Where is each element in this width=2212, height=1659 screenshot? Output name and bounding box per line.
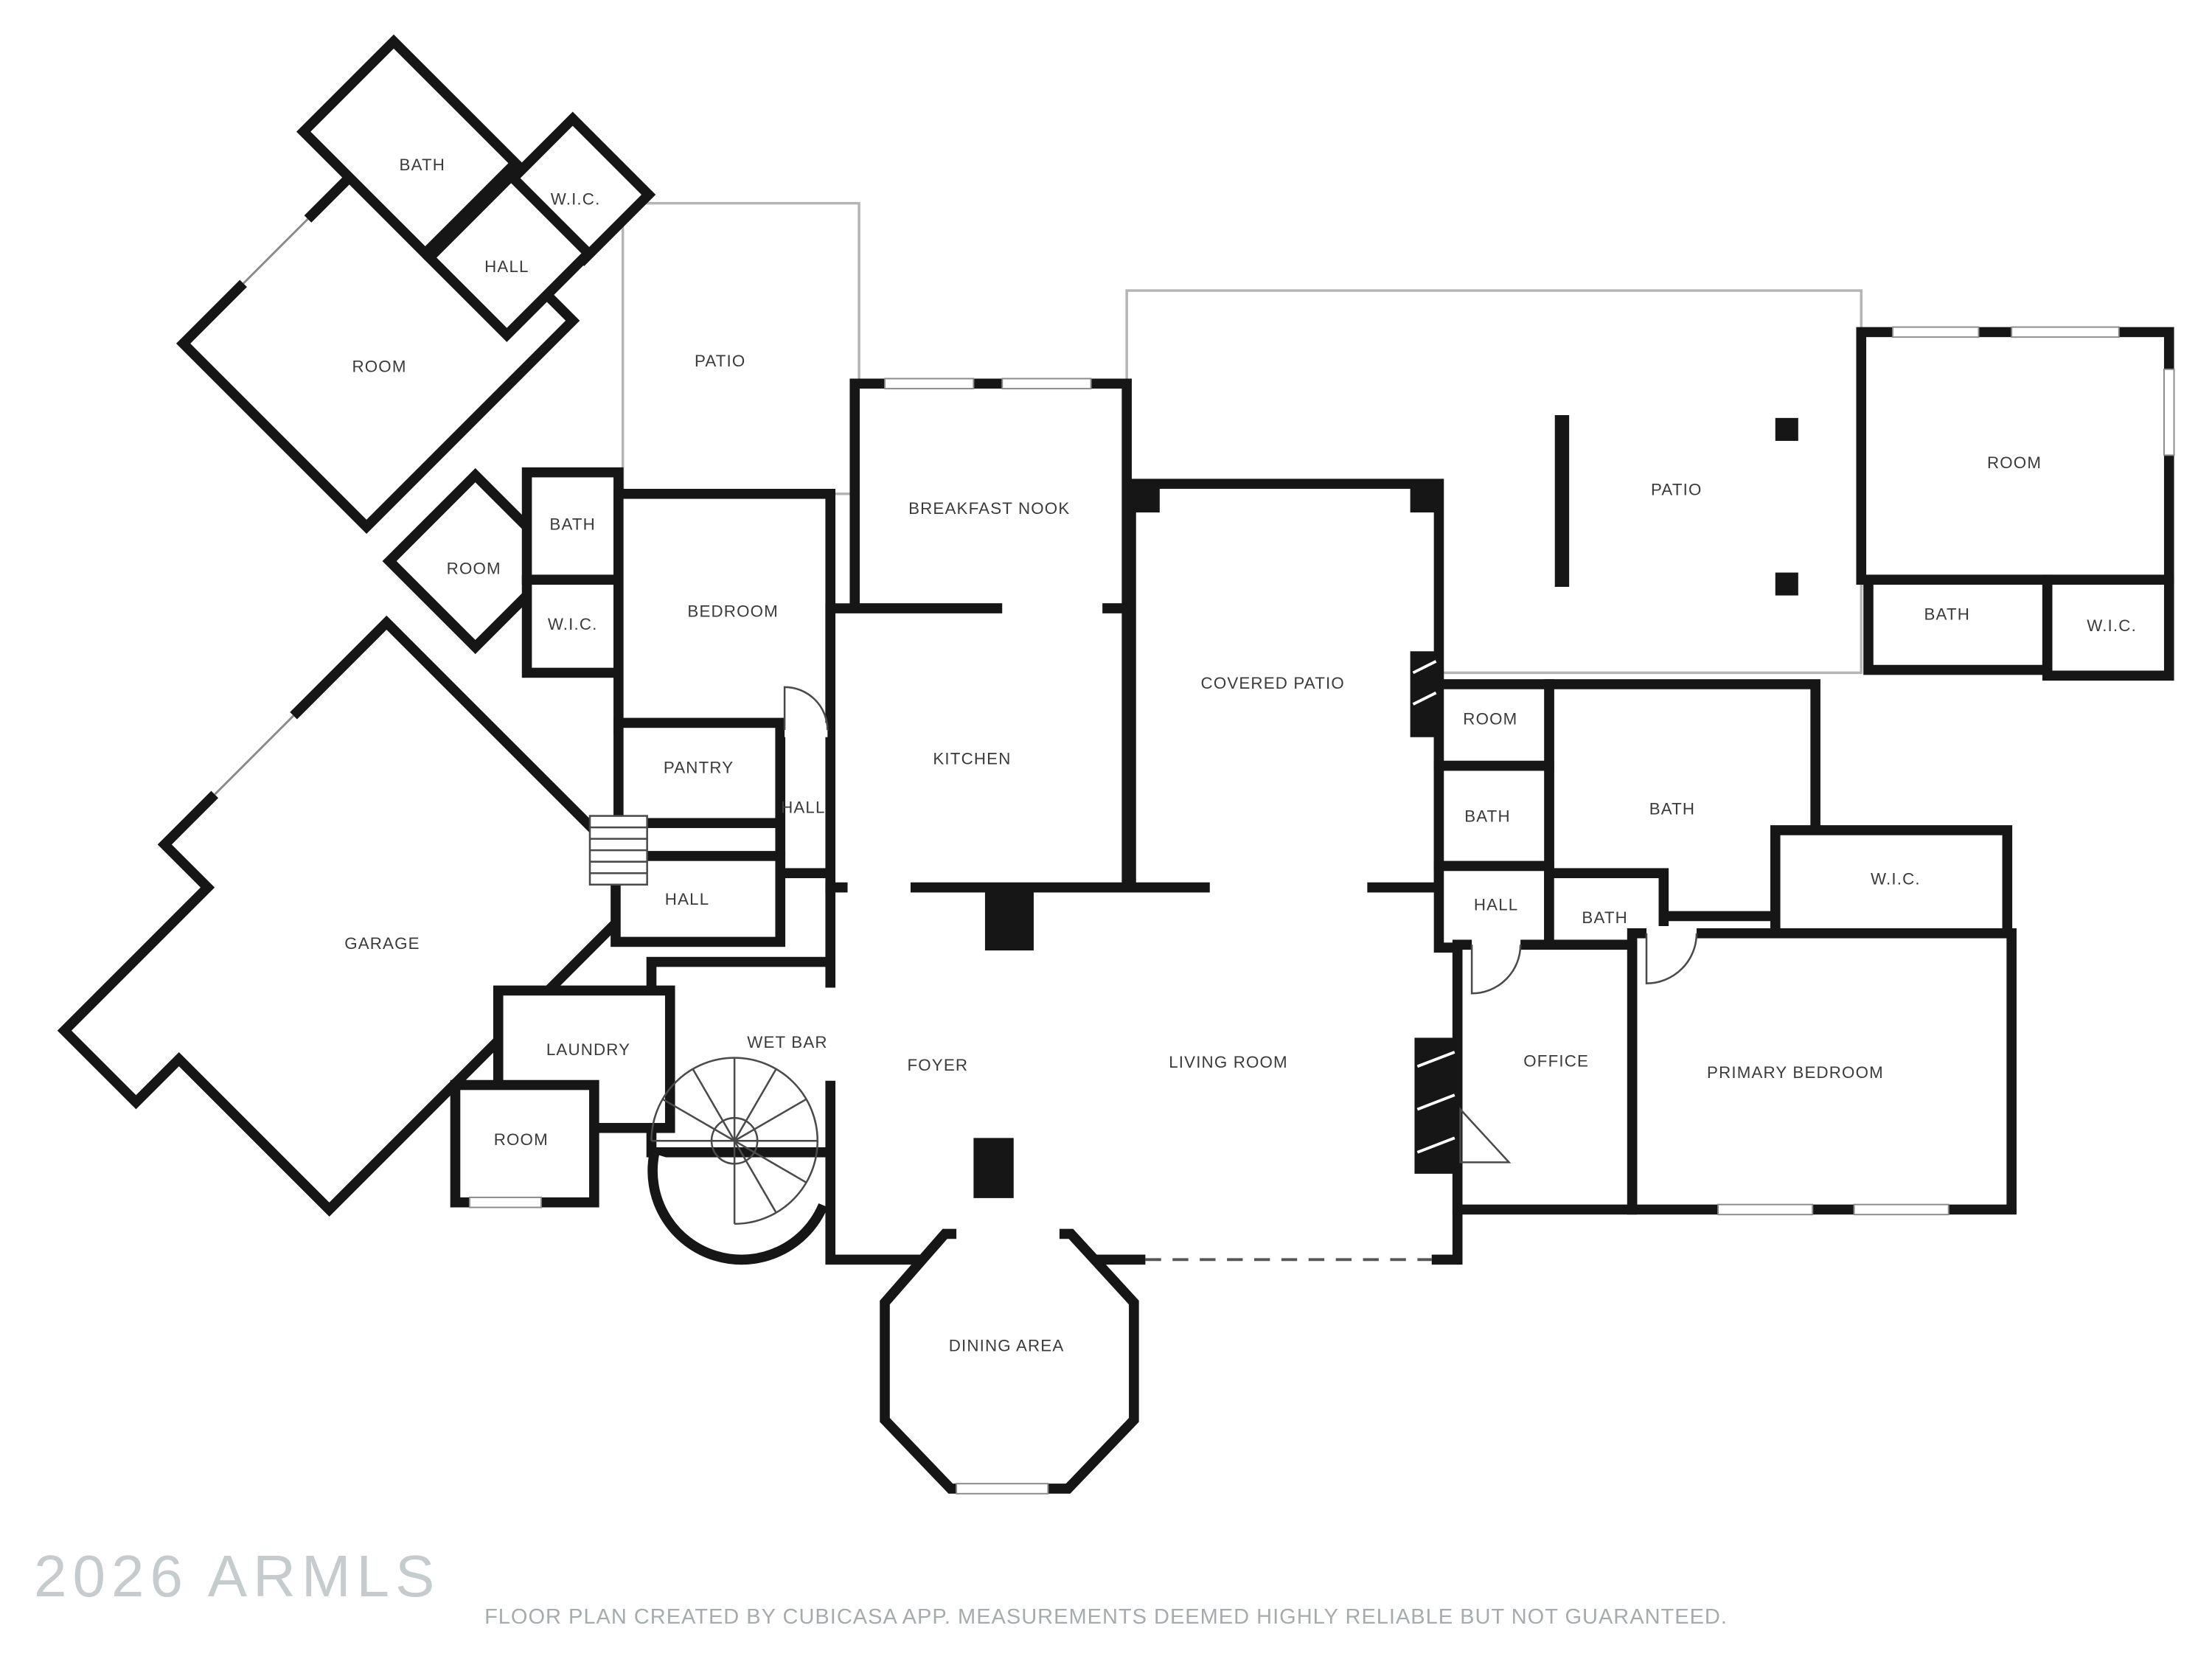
- window: [956, 1483, 1049, 1495]
- label-bath-bedroom: BATH: [549, 515, 596, 533]
- label-room-upper-left: ROOM: [352, 358, 407, 376]
- label-wic-right: W.I.C.: [1871, 870, 1921, 888]
- cubicasa-disclaimer: FLOOR PLAN CREATED BY CUBICASA APP. MEAS…: [484, 1605, 1728, 1629]
- label-hall-lower: HALL: [665, 890, 709, 908]
- label-bath-center-large: BATH: [1649, 800, 1696, 818]
- label-hall-upper-left: HALL: [484, 257, 529, 276]
- fireplace-hatch: [1416, 1051, 1455, 1068]
- hall-upper-left-walls: [422, 169, 596, 342]
- label-covered-patio: COVERED PATIO: [1201, 674, 1345, 692]
- stairs: [588, 815, 648, 886]
- dining-area-walls: [880, 1228, 1139, 1494]
- wet-bar-walls: [646, 956, 836, 1158]
- fireplace-hatch: [1416, 1136, 1455, 1154]
- label-bedroom: BEDROOM: [687, 602, 778, 621]
- primary-bedroom-walls: [1627, 928, 2017, 1215]
- windows: [468, 326, 2175, 1495]
- label-room-top-right: ROOM: [1987, 453, 2042, 472]
- label-bath-top-right: BATH: [1924, 605, 1971, 624]
- label-breakfast-nook: BREAKFAST NOOK: [908, 499, 1070, 518]
- breakfast-nook-walls: [849, 378, 1132, 613]
- spiral-staircase: [650, 1057, 818, 1225]
- label-office: OFFICE: [1523, 1051, 1589, 1070]
- patio-post: [1410, 484, 1439, 512]
- fixtures: [588, 484, 1512, 1225]
- window: [2163, 368, 2175, 456]
- label-primary-bedroom: PRIMARY BEDROOM: [1707, 1063, 1884, 1082]
- openings: [785, 601, 1697, 1267]
- label-patio-right: PATIO: [1651, 481, 1702, 499]
- patio-fireplace-hatch: [1412, 660, 1437, 675]
- label-dining-area: DINING AREA: [949, 1337, 1065, 1355]
- bath-upper-left-walls: [296, 34, 523, 261]
- window: [1717, 1203, 1814, 1216]
- label-living-room: LIVING ROOM: [1169, 1053, 1288, 1071]
- window: [884, 378, 975, 390]
- label-room-center: ROOM: [1463, 709, 1517, 728]
- label-bath-center: BATH: [1464, 807, 1511, 825]
- label-foyer: FOYER: [907, 1056, 968, 1074]
- label-hall-center: HALL: [1474, 896, 1518, 914]
- label-wet-bar: WET BAR: [747, 1033, 827, 1051]
- wic-top-right-walls: [2042, 574, 2174, 681]
- patio-column-bar: [1554, 414, 1570, 587]
- window: [1001, 378, 1092, 390]
- hearth-triangle: [1459, 1107, 1512, 1164]
- label-wic-bedroom: W.I.C.: [548, 615, 598, 633]
- curved-stair-wall: [647, 1152, 828, 1265]
- label-bath-upper-left: BATH: [400, 156, 446, 174]
- label-bath-small: BATH: [1582, 908, 1628, 927]
- patio-column: [1775, 417, 1798, 441]
- bath-center-walls: [1433, 760, 1554, 872]
- armls-watermark: 2026 ARMLS: [34, 1543, 441, 1609]
- room-window: [243, 218, 309, 285]
- label-patio-left: PATIO: [695, 352, 745, 370]
- window: [1853, 1203, 1950, 1216]
- bath-top-right-walls: [1863, 574, 2053, 675]
- foyer-column: [973, 1138, 1014, 1198]
- label-wic-top-right: W.I.C.: [2087, 616, 2137, 635]
- room-top-right-walls: [1856, 327, 2174, 585]
- fireplace-hatch: [1416, 1093, 1455, 1111]
- garage-window: [214, 714, 295, 796]
- label-laundry: LAUNDRY: [546, 1040, 630, 1059]
- office-walls: [1452, 939, 1638, 1215]
- label-pantry: PANTRY: [664, 758, 734, 776]
- office-door: [1470, 945, 1522, 995]
- label-garage: GARAGE: [344, 934, 420, 953]
- kitchen-walls: [825, 603, 1132, 893]
- bedroom-door: [783, 686, 829, 731]
- patio-fireplace-hatch: [1412, 691, 1437, 706]
- label-room-mid-left: ROOM: [447, 559, 501, 577]
- rotated-wing: [57, 34, 659, 1217]
- label-kitchen: KITCHEN: [933, 750, 1011, 768]
- living-foyer-walls: [825, 882, 1463, 1265]
- label-hall-pantry: HALL: [781, 799, 825, 817]
- window: [468, 1196, 542, 1208]
- main-rooms: [450, 327, 2174, 1494]
- label-room-bottom-left: ROOM: [494, 1130, 549, 1149]
- patio-left-outline: [621, 201, 860, 495]
- patio-column: [1775, 572, 1798, 596]
- patio-post: [1130, 484, 1160, 512]
- doors: [783, 686, 1698, 995]
- room-labels: BATH W.I.C. HALL ROOM PATIO BATH ROOM W.…: [344, 156, 2137, 1355]
- window: [1892, 326, 1980, 338]
- window: [2011, 326, 2120, 338]
- label-wic-upper-left: W.I.C.: [551, 190, 601, 209]
- kitchen-column: [984, 884, 1034, 951]
- primary-bedroom-door: [1645, 933, 1698, 984]
